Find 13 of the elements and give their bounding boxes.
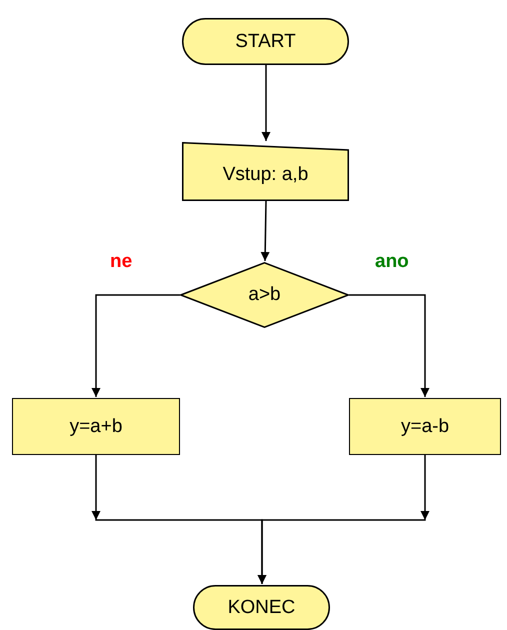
arrow [262,65,270,141]
node-text: a>b [248,284,281,306]
node-text: y=a+b [70,416,122,438]
process-box [12,398,180,455]
arrow [258,455,426,584]
arrow [92,294,180,397]
node-text: KONEC [228,596,296,618]
arrow [349,294,430,397]
process-box [349,398,501,455]
arrow [260,200,270,262]
node-text: Vstup: a,b [222,162,308,186]
node-text: y=a-b [400,416,450,438]
node-text: START [235,30,296,52]
